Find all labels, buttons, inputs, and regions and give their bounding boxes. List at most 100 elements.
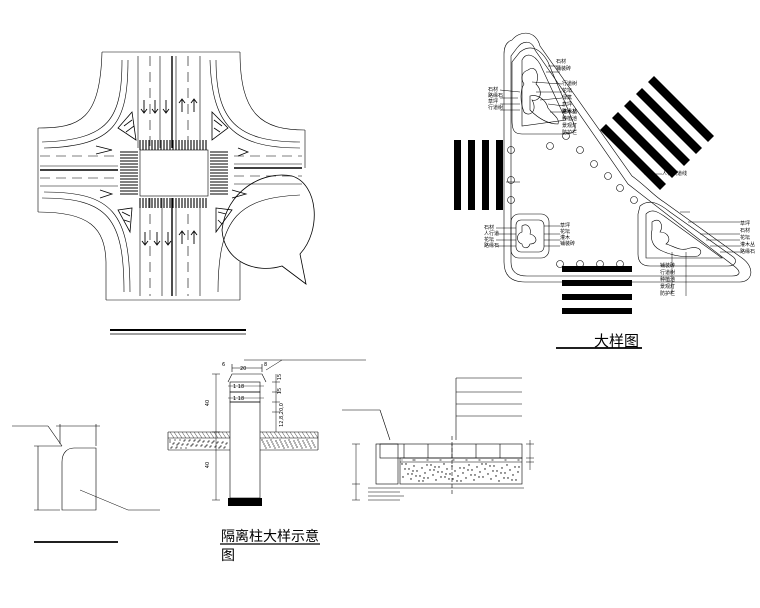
aggregate-dot <box>495 475 497 477</box>
tree-circle <box>546 142 554 150</box>
aggregate-dot <box>209 446 211 448</box>
aggregate-dot <box>213 440 215 442</box>
aggregate-dot <box>271 441 273 443</box>
aggregate-dot <box>443 463 445 465</box>
aggregate-dot <box>476 466 478 468</box>
hatch-line <box>265 431 271 439</box>
aggregate-dot <box>286 444 288 446</box>
hatch-line <box>225 431 231 439</box>
aggregate-dot <box>311 440 313 442</box>
aggregate-dot <box>419 475 421 477</box>
aggregate-dot <box>310 447 312 449</box>
aggregate-dot <box>468 464 470 466</box>
aggregate-dot <box>226 442 228 444</box>
leader-lines-right <box>671 211 740 296</box>
island-label: 石材 <box>556 59 567 65</box>
aggregate-dot <box>204 446 206 448</box>
hatch-line <box>281 431 287 439</box>
island-label: 灌木丛 <box>740 242 756 248</box>
tree-circle <box>507 146 515 154</box>
aggregate-dot <box>402 476 404 478</box>
aggregate-dot <box>169 441 171 443</box>
aggregate-dot <box>415 475 417 477</box>
leader-lines-top <box>499 65 662 183</box>
island-label: 石材 <box>484 225 495 231</box>
aggregate-dot <box>451 465 453 467</box>
zebra-bar <box>648 76 714 142</box>
zebra-bar <box>612 112 678 178</box>
aggregate-dot <box>188 440 190 442</box>
dim-label: 8 <box>264 362 268 368</box>
aggregate-dot <box>427 477 429 479</box>
aggregate-dot <box>471 469 473 471</box>
aggregate-dot <box>197 441 199 443</box>
aggregate-dot <box>267 442 269 444</box>
aggregate-dot <box>274 447 276 449</box>
hatch-line <box>261 431 267 439</box>
intersection-plan <box>37 51 315 301</box>
enlarged-detail <box>454 32 752 314</box>
aggregate-dot <box>453 459 455 461</box>
aggregate-dot <box>283 447 285 449</box>
tree-circle <box>507 196 515 204</box>
aggregate-dot <box>169 439 171 441</box>
island-label: 景观灯 <box>660 284 676 290</box>
island-label: 草坪 <box>560 223 571 229</box>
aggregate-dot <box>214 446 216 448</box>
aggregate-dot <box>199 439 201 441</box>
island-label: 铺装砖 <box>660 263 676 269</box>
aggregate-dot <box>275 440 277 442</box>
aggregate-dot <box>179 439 181 441</box>
zebra-bar <box>624 100 690 166</box>
aggregate-dot <box>281 443 283 445</box>
dim-label: 40 <box>205 461 212 469</box>
aggregate-dot <box>225 443 227 445</box>
aggregate-dot <box>465 477 467 479</box>
aggregate-dot <box>298 441 300 443</box>
island-label: 景观灯 <box>562 123 578 129</box>
aggregate-dot <box>404 468 406 470</box>
aggregate-dot <box>439 459 441 461</box>
tree-circle <box>507 176 515 184</box>
aggregate-dot <box>312 442 314 444</box>
aggregate-dot <box>478 459 480 461</box>
aggregate-dot <box>291 445 293 447</box>
aggregate-dot <box>418 480 420 482</box>
aggregate-dot <box>278 446 280 448</box>
zebra-bar <box>496 140 503 210</box>
aggregate-dot <box>181 444 183 446</box>
island-label: 铺装砖 <box>560 241 576 247</box>
aggregate-dot <box>200 445 202 447</box>
aggregate-dot <box>293 440 295 442</box>
aggregate-dot <box>492 459 494 461</box>
aggregate-dot <box>185 447 187 449</box>
aggregate-dot <box>170 447 172 449</box>
aggregate-dot <box>224 446 226 448</box>
island-label: 花坛 <box>562 88 573 94</box>
aggregate-dot <box>309 445 311 447</box>
aggregate-dot <box>512 474 514 476</box>
aggregate-dot <box>432 474 434 476</box>
aggregate-dot <box>518 459 520 461</box>
dim-label: 12,8,20,0 <box>278 403 285 427</box>
aggregate-dot <box>302 440 304 442</box>
dim-label: 40 <box>205 399 212 407</box>
aggregate-dot <box>207 441 209 443</box>
aggregate-dot <box>430 464 432 466</box>
aggregate-dot <box>517 459 519 461</box>
aggregate-dot <box>304 444 306 446</box>
island-label: 灌木丛 <box>562 109 578 115</box>
island-label: 防护栏 <box>660 291 676 297</box>
zebra-bar <box>600 124 666 190</box>
zebra-bar <box>636 88 702 154</box>
aggregate-dot <box>171 446 173 448</box>
crosswalk-vertical-bars <box>454 140 503 210</box>
crosswalk-north <box>139 140 207 150</box>
island-label: 路缘石 <box>562 109 578 115</box>
aggregate-dot <box>220 445 222 447</box>
aggregate-dot <box>177 443 179 445</box>
aggregate-dot <box>490 478 492 480</box>
island-label: 防护栏 <box>562 130 578 136</box>
aggregate-dot <box>221 442 223 444</box>
